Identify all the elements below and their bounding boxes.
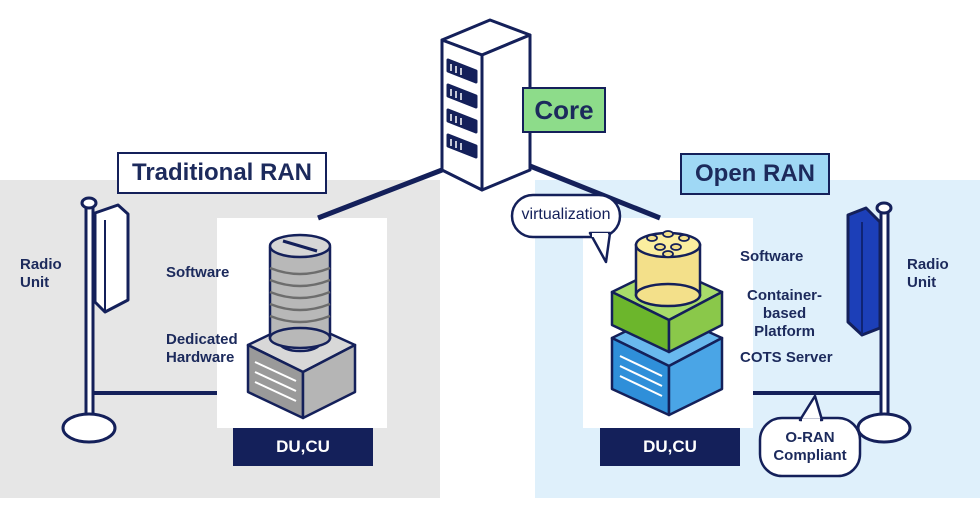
container-platform-label: Container-based Platform	[747, 287, 822, 340]
core-link-traditional	[317, 167, 443, 221]
monolithic-software-icon	[268, 233, 332, 350]
oran-compliant-label: O-RAN Compliant	[773, 429, 847, 464]
dedicated-hardware-label: Dedicated Hardware	[166, 331, 238, 366]
core-server-icon	[440, 18, 532, 192]
traditional-software-label: Software	[166, 264, 230, 281]
virtualization-label: virtualization	[521, 206, 611, 223]
core-link-open	[514, 157, 661, 221]
oran-compliant-bubble	[758, 394, 862, 478]
open-software-label: Software	[740, 248, 804, 265]
traditional-radio-unit-label: Radio Unit	[20, 256, 62, 291]
traditional-radio-unit-icon	[61, 196, 130, 444]
containerized-software-icon	[634, 230, 702, 308]
open-du-cu-tag: DU,CU	[600, 428, 740, 466]
virtualization-bubble	[510, 193, 622, 264]
core-label: Core	[522, 87, 606, 133]
open-ran-title: Open RAN	[680, 153, 830, 195]
cots-server-label: COTS Server	[740, 349, 833, 366]
open-radio-unit-icon	[846, 201, 912, 444]
open-radio-unit-label: Radio Unit	[907, 256, 949, 291]
traditional-du-cu-tag: DU,CU	[233, 428, 373, 466]
traditional-ran-title: Traditional RAN	[117, 152, 327, 194]
